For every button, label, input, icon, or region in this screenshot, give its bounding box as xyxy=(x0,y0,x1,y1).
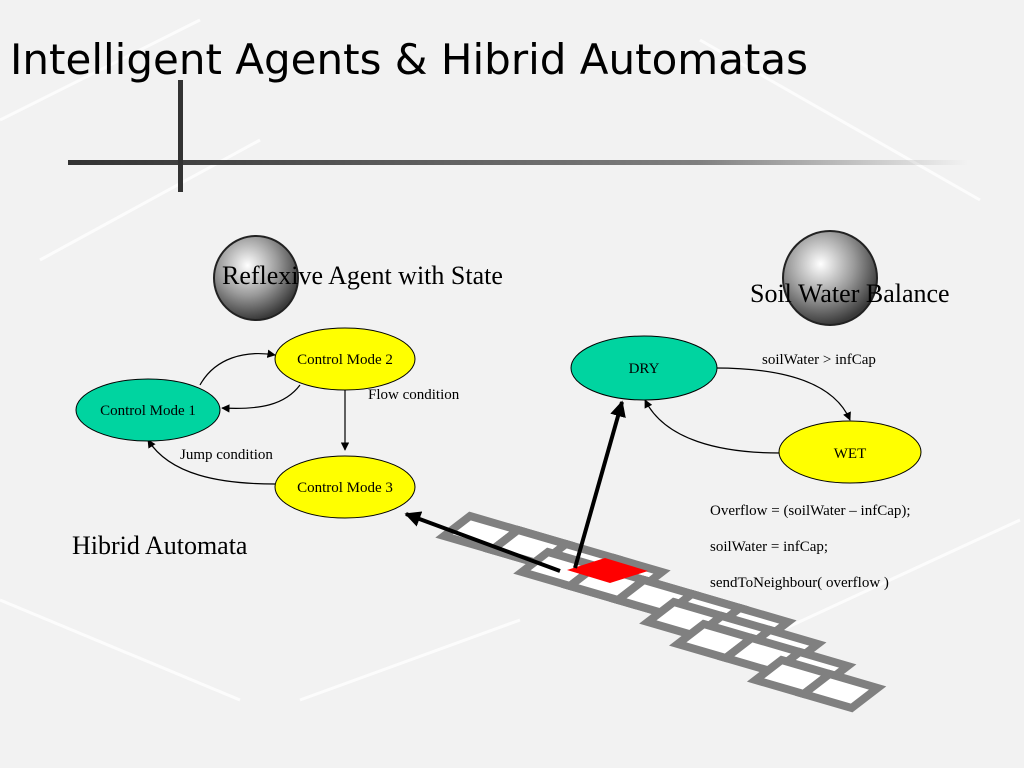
control-mode-2-label: Control Mode 2 xyxy=(297,352,393,368)
edge-mode3-to-mode1 xyxy=(147,439,276,485)
arrow-cell-to-control-mode-3 xyxy=(404,511,561,573)
edge-mode2-to-mode1 xyxy=(221,384,301,413)
dry-state-node[interactable] xyxy=(570,335,718,401)
arrow-cell-to-dry xyxy=(573,400,626,569)
left-automata-edges xyxy=(147,349,350,485)
right-automata-edges xyxy=(644,367,851,454)
code-line-2: soilWater = infCap; xyxy=(710,539,828,555)
wet-state-node[interactable] xyxy=(778,420,922,484)
slide-title: Intelligent Agents & Hibrid Automatas xyxy=(10,35,809,84)
control-mode-3-node[interactable] xyxy=(274,455,416,519)
code-line-1: Overflow = (soilWater – infCap); xyxy=(710,503,911,519)
title-rule-vertical xyxy=(178,80,183,192)
control-mode-2-node[interactable] xyxy=(274,327,416,391)
left-sphere-icon xyxy=(213,235,299,321)
control-mode-3-label: Control Mode 3 xyxy=(297,480,393,496)
edge-wet-to-dry xyxy=(644,399,781,454)
control-mode-1-node[interactable] xyxy=(75,378,221,442)
cell-grid xyxy=(435,511,887,713)
jump-condition-label: Jump condition xyxy=(180,447,273,463)
edge-dry-to-wet xyxy=(714,367,851,421)
code-line-3: sendToNeighbour( overflow ) xyxy=(710,575,889,591)
edge-mode1-to-mode2 xyxy=(199,349,276,386)
active-cell[interactable] xyxy=(567,558,648,583)
dry-state-label: DRY xyxy=(629,361,660,377)
title-rule-horizontal xyxy=(68,160,968,165)
right-heading: Soil Water Balance xyxy=(750,279,950,308)
background-texture xyxy=(0,18,1021,702)
hibrid-automata-caption: Hibrid Automata xyxy=(72,531,248,560)
grid-cell xyxy=(794,669,887,713)
left-heading: Reflexive Agent with State xyxy=(222,261,503,290)
right-sphere-icon xyxy=(782,230,878,326)
wet-state-label: WET xyxy=(834,446,866,462)
dry-to-wet-condition-label: soilWater > infCap xyxy=(762,352,876,368)
control-mode-1-label: Control Mode 1 xyxy=(100,403,196,419)
flow-condition-label: Flow condition xyxy=(368,387,460,403)
